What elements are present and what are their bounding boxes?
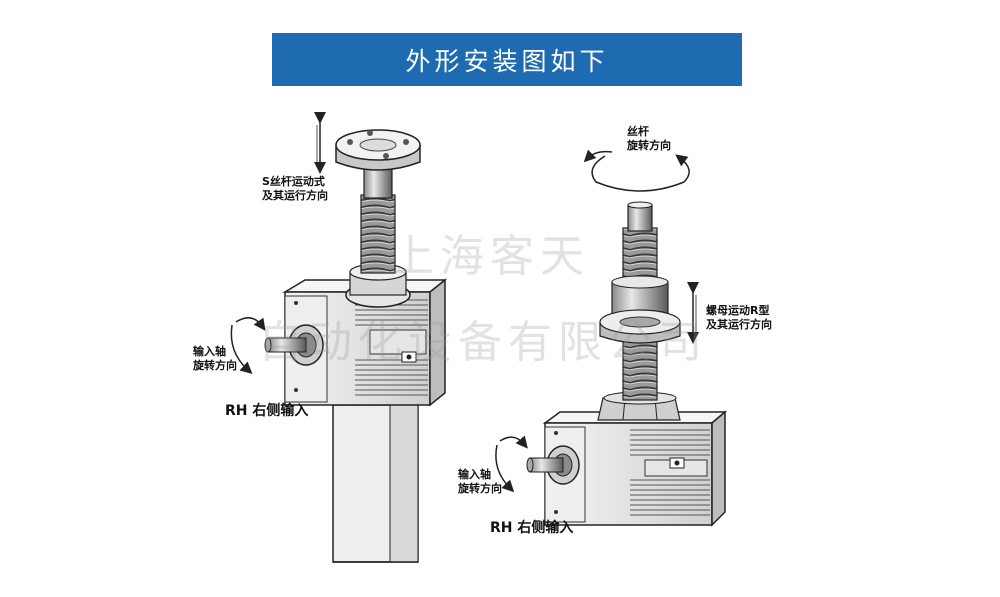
left-input-label-line1: 输入轴: [193, 345, 226, 358]
left-jack: [230, 112, 448, 563]
right-nut-label-line2: 及其运行方向: [706, 318, 772, 331]
right-nut-motion-arrow: [687, 282, 699, 344]
right-nut-label-line1: 螺母运动R型: [706, 304, 770, 317]
left-input-label: 输入轴 旋转方向: [193, 345, 237, 373]
right-screw-label-line1: 丝杆: [627, 125, 649, 138]
right-screw-label-line2: 旋转方向: [627, 139, 671, 152]
left-rh-label: RH 右侧输入: [225, 403, 309, 419]
left-input-shaft: [264, 324, 324, 366]
watermark-line-1: 上海客天: [390, 231, 590, 282]
right-input-shaft: [526, 445, 580, 485]
right-nut-label: 螺母运动R型 及其运行方向: [706, 304, 772, 332]
left-motion-label-line1: S丝杆运动式: [262, 175, 325, 188]
left-motion-label: S丝杆运动式 及其运行方向: [262, 175, 328, 203]
right-screw-rotation-arrow: [583, 149, 690, 192]
watermark-line-2: 自动化设备有限公司: [258, 317, 708, 368]
right-nut: [599, 275, 681, 344]
left-input-rotation-arrow: [230, 317, 266, 375]
title-banner: 外形安装图如下: [272, 33, 742, 86]
page-title: 外形安装图如下: [405, 46, 609, 76]
left-motion-label-line2: 及其运行方向: [262, 189, 328, 202]
right-gearbox: [542, 410, 728, 527]
left-input-label-line2: 旋转方向: [193, 359, 237, 372]
left-motion-arrow: [314, 112, 326, 174]
right-input-label: 输入轴 旋转方向: [458, 468, 502, 496]
left-protection-tube: [332, 404, 419, 563]
left-top-flange: [335, 129, 421, 171]
right-input-rotation-arrow: [495, 435, 528, 493]
right-input-label-line1: 输入轴: [458, 468, 491, 481]
right-screw-label: 丝杆 旋转方向: [627, 125, 671, 153]
right-rh-label: RH 右侧输入: [490, 520, 574, 536]
right-input-label-line2: 旋转方向: [458, 482, 502, 495]
right-jack: [495, 149, 728, 527]
